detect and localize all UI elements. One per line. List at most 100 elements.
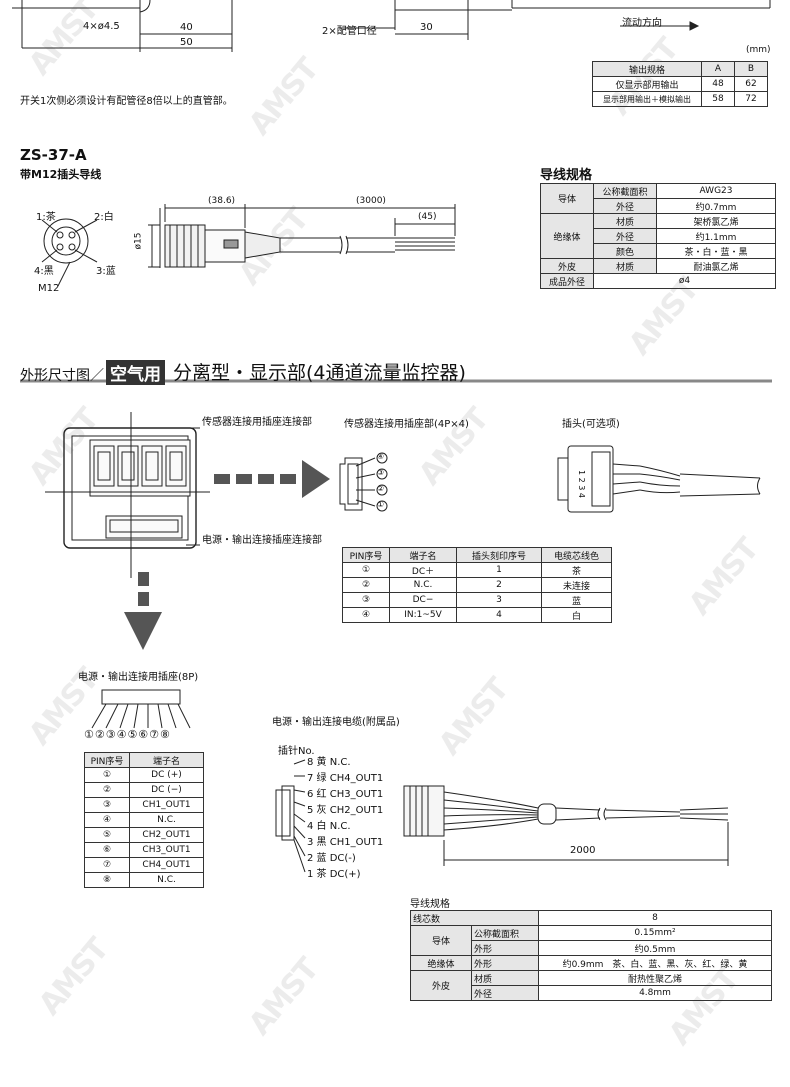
pin2-label: 2:白 — [94, 212, 114, 223]
cable-pin: 2 蓝 DC(-) — [307, 853, 356, 864]
dim-2000: 2000 — [570, 845, 596, 856]
table-cell: 公称截面积 — [471, 925, 539, 941]
table-cell: ④ — [84, 812, 130, 828]
table-cell: DC− — [389, 592, 457, 608]
section-title: 分离型・显示部(4通道流量监控器) — [173, 362, 466, 384]
table-cell: 显示部用输出＋模拟输出 — [592, 91, 702, 107]
table-row: 外径 4.8mm — [411, 985, 772, 1001]
table-cell: 外皮 — [540, 258, 594, 274]
table-cell: 未连接 — [541, 577, 612, 593]
table-header: 端子名 — [129, 752, 204, 768]
m12-label: M12 — [38, 283, 60, 294]
table-cell: ② — [342, 577, 390, 593]
cable-title: 电源・输出连接电缆(附属品) — [272, 717, 400, 728]
table-row: PIN序号 端子名 — [84, 752, 204, 768]
table-cell: 48 — [701, 76, 735, 92]
circ-1: ① — [377, 500, 385, 509]
table-cell: 茶 — [541, 562, 612, 578]
table-cell: 2 — [456, 577, 542, 593]
table-cell: N.C. — [129, 872, 204, 888]
table-cell: 材质 — [471, 970, 539, 986]
dim-3000: (3000) — [356, 196, 386, 206]
table-row: 导体 公称截面积 0.15mm² — [410, 925, 772, 956]
table-cell: ø4 — [593, 273, 776, 289]
table-cell: CH1_OUT1 — [129, 797, 204, 813]
table-cell: 62 — [734, 76, 768, 92]
table-cell: 外皮 — [410, 970, 472, 1001]
table-header: 电缆芯线色 — [541, 547, 612, 563]
table-cell: ⑦ — [84, 857, 130, 873]
cable-pin: 5 灰 CH2_OUT1 — [307, 805, 384, 816]
table-cell: 外径 — [593, 198, 657, 214]
dim-d15: ø15 — [133, 232, 144, 250]
table-cell: 4.8mm — [538, 985, 772, 1001]
table-row: 仅显示部用输出 48 62 — [592, 76, 768, 92]
table-cell: 外径 — [593, 228, 657, 244]
table-row: 线芯数 8 — [410, 910, 772, 926]
section-badge: 空气用 — [106, 360, 165, 385]
dim-port: 2×配管口径 — [322, 26, 377, 37]
sensor-part-title: 传感器连接用插座部(4P×4) — [344, 419, 469, 430]
table-header: PIN序号 — [84, 752, 130, 768]
table-header: 插头刻印序号 — [456, 547, 542, 563]
table-row: 导体 公称截面积 AWG23 — [540, 183, 776, 214]
circ-4: ④ — [377, 452, 385, 461]
table-cell: 3 — [456, 592, 542, 608]
table-cell: 4 — [456, 607, 542, 623]
section-heading: 外形尺寸图／ 空气用 分离型・显示部(4通道流量监控器) — [20, 358, 466, 385]
cable-pin: 6 红 CH3_OUT1 — [307, 789, 384, 800]
table-cell: 外形 — [471, 940, 539, 956]
dim-38-6: (38.6) — [208, 196, 236, 206]
table-cell: 外形 — [471, 955, 539, 971]
table-cell: 蓝 — [541, 592, 612, 608]
table-cell: 茶・白・蓝・黑 — [656, 243, 776, 259]
table-cell: 公称截面积 — [593, 183, 657, 199]
plug-title: 插头(可选项) — [562, 419, 620, 430]
table-cell: 0.15mm² — [538, 925, 772, 941]
table-cell: 绝缘体 — [540, 213, 594, 259]
power-conn-label: 电源・输出连接插座连接部 — [202, 535, 322, 546]
table-cell: ⑧ — [84, 872, 130, 888]
table-cell: 耐热性聚乙烯 — [538, 970, 772, 986]
table-cell: DC＋ — [389, 562, 457, 578]
unit-label: (mm) — [746, 45, 771, 55]
table-cell: ⑤ — [84, 827, 130, 843]
table-cell: AWG23 — [656, 183, 776, 199]
table-cell: 材质 — [593, 258, 657, 274]
table-cell: 白 — [541, 607, 612, 623]
pin1-label: 1:茶 — [36, 212, 56, 223]
model-title: ZS-37-A — [20, 146, 87, 164]
table-cell: 8 — [538, 910, 772, 926]
table-header: PIN序号 — [342, 547, 390, 563]
cable-pin: 4 白 N.C. — [307, 821, 351, 832]
power-wire-table: 线芯数 8 导体 公称截面积 0.15mm² 外形 约0.5mm 绝缘体 外形 … — [410, 910, 772, 1001]
table-cell: 导体 — [410, 925, 472, 956]
table-cell: N.C. — [389, 577, 457, 593]
table-cell: 1 — [456, 562, 542, 578]
table-cell: 约0.5mm — [538, 940, 772, 956]
table-cell: 72 — [734, 91, 768, 107]
table-cell: 导体 — [540, 183, 594, 214]
cable-pin-list: 8 黄 N.C. 7 绿 CH4_OUT1 6 红 CH3_OUT1 5 灰 C… — [307, 755, 383, 883]
table-cell: 架桥氯乙烯 — [656, 213, 776, 229]
table-cell: ⑥ — [84, 842, 130, 858]
table-cell: DC (−) — [129, 782, 204, 798]
table-cell: ③ — [84, 797, 130, 813]
output-spec-table: 输出规格 A B 仅显示部用输出 48 62 显示部用输出＋模拟输出 58 72 — [592, 61, 768, 107]
table-cell: CH4_OUT1 — [129, 857, 204, 873]
table-cell: 成品外径 — [540, 273, 594, 289]
table-row: 外皮 材质 耐热性聚乙烯 — [410, 970, 772, 1001]
cable-pin: 1 茶 DC(+) — [307, 869, 361, 880]
pin-no-label: 插针No. — [278, 746, 315, 757]
table-cell: ② — [84, 782, 130, 798]
dim-45: (45) — [418, 212, 437, 222]
